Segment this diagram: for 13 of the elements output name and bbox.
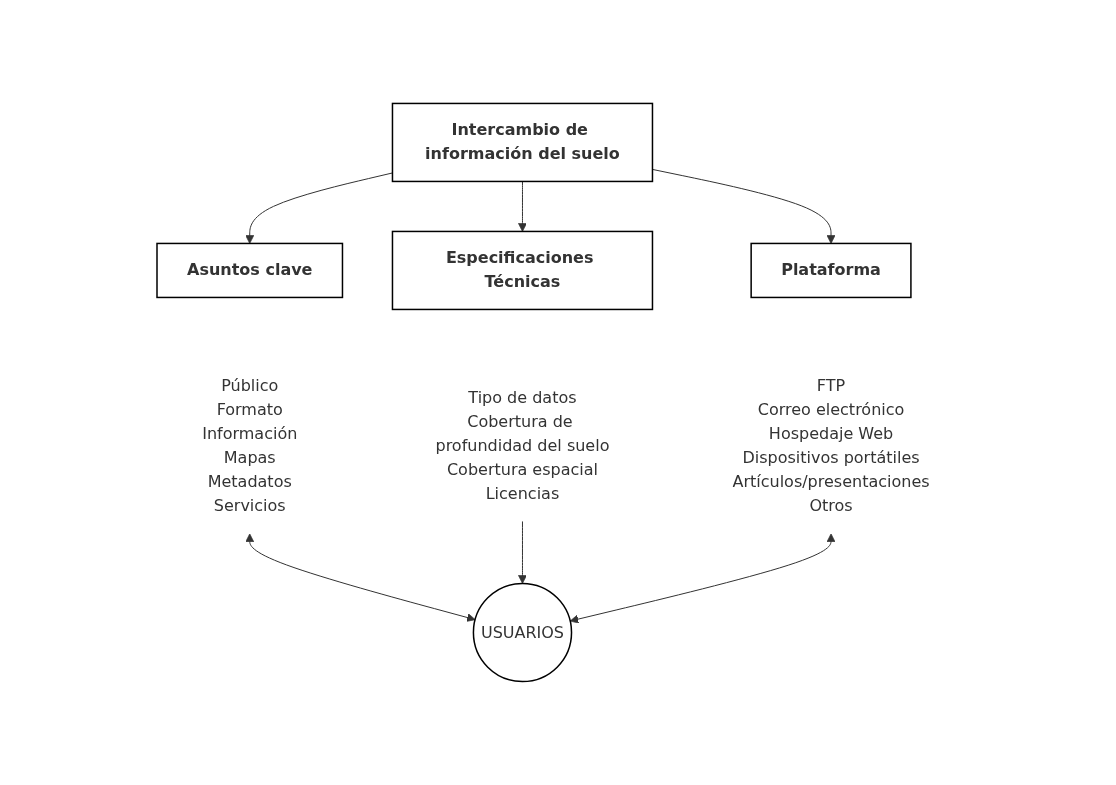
arrow xyxy=(517,520,527,584)
arrow xyxy=(245,172,393,244)
node-box: Plataforma xyxy=(750,242,912,299)
node-box: Intercambio de información del suelo xyxy=(391,102,653,183)
node-box: Especificaciones Técnicas xyxy=(391,230,653,311)
node-circle: USUARIOS xyxy=(472,582,572,683)
arrow xyxy=(245,533,476,622)
node-box: Asuntos clave xyxy=(155,242,343,299)
arrow xyxy=(569,533,836,624)
node-text: Tipo de datos Cobertura de profundidad del suelo Cobertura espacial Licencias xyxy=(435,388,610,504)
node-text: FTP Correo electrónico Hospedaje Web Dispositivos portátiles Artículos/presentaciones Otros xyxy=(732,376,930,516)
node-text: Público Formato Información Mapas Metadatos Servicios xyxy=(201,376,298,516)
arrow xyxy=(517,180,527,232)
